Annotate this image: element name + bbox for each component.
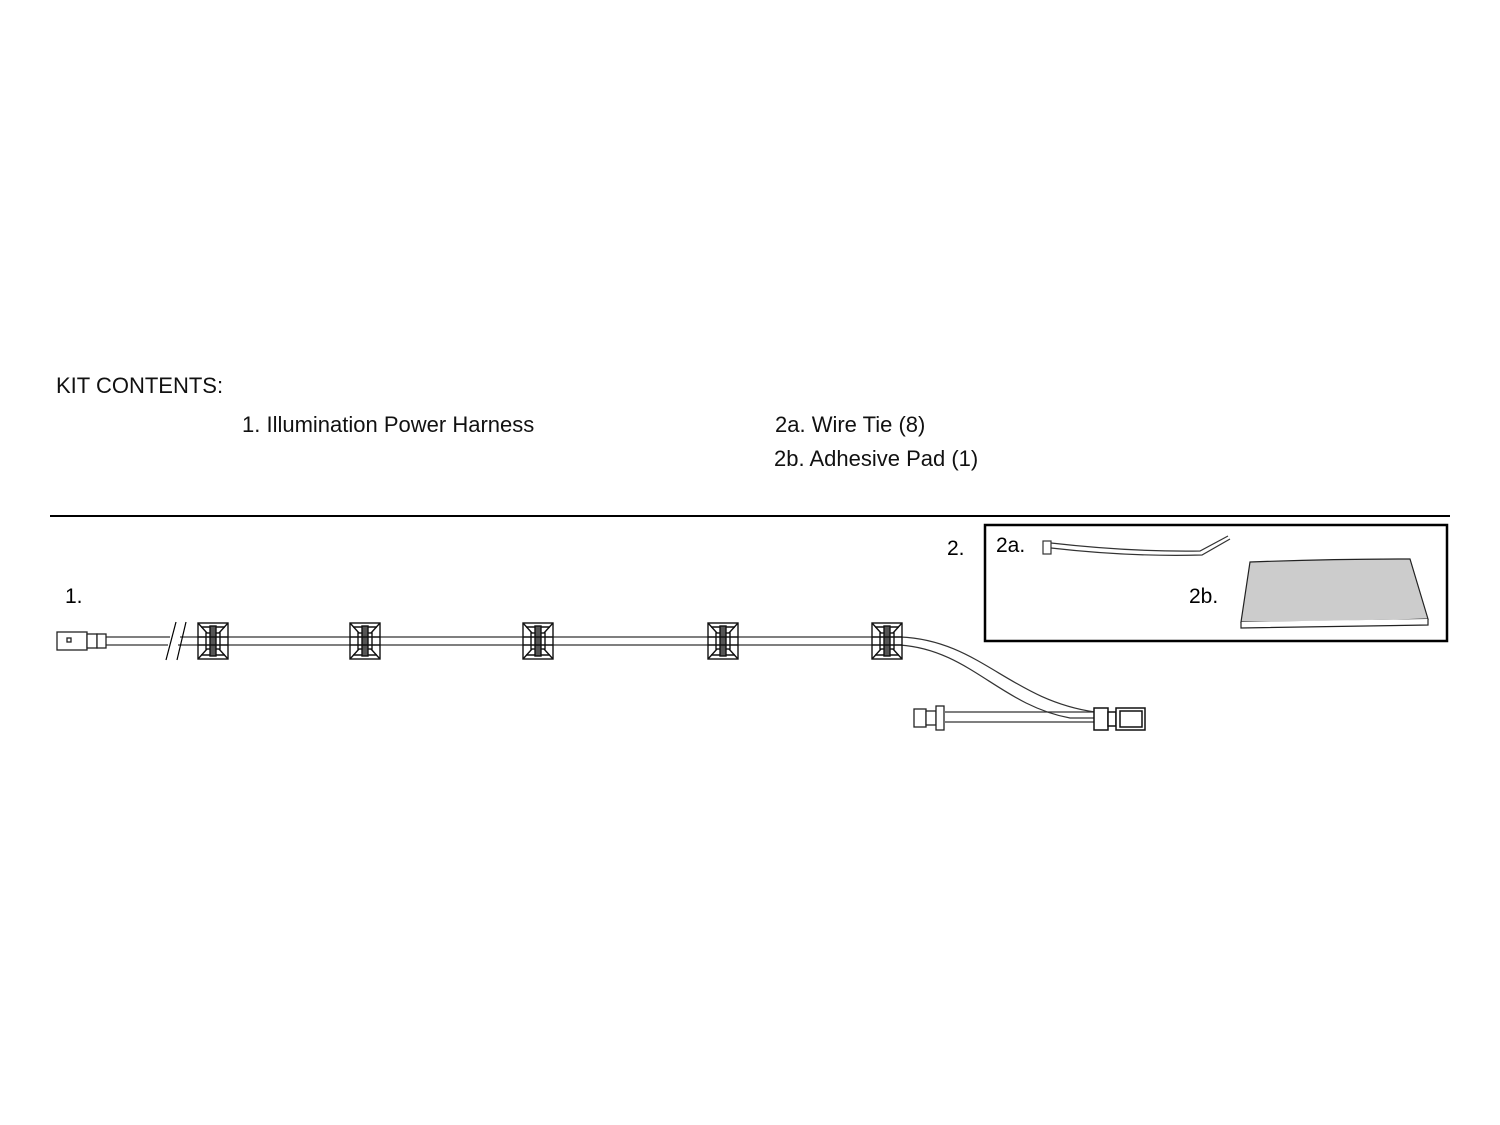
connector-left-icon xyxy=(56,631,107,651)
callout-2: 2. xyxy=(947,537,965,560)
connector-branch-icon xyxy=(913,705,945,731)
item-harness-label: 1. Illumination Power Harness xyxy=(242,412,535,437)
adhesive-pad-icon xyxy=(1240,558,1429,629)
clip-mount-icon xyxy=(349,622,381,660)
clip-mount-icon xyxy=(871,622,903,660)
clip-mount-icon xyxy=(522,622,554,660)
harness-wire xyxy=(106,621,1096,723)
callout-2b: 2b. xyxy=(1189,585,1218,608)
item-adhesive-pad-label: 2b. Adhesive Pad (1) xyxy=(774,446,979,471)
wire-tie-icon xyxy=(1042,535,1231,556)
callout-1: 1. xyxy=(65,585,83,608)
callout-2a: 2a. xyxy=(996,534,1025,557)
clip-mount-icon xyxy=(197,622,229,660)
connector-end-icon xyxy=(1093,707,1146,731)
clip-mount-icon xyxy=(707,622,739,660)
item-wire-tie-label: 2a. Wire Tie (8) xyxy=(775,412,926,437)
accessories-box xyxy=(983,523,1449,643)
kit-contents-heading: KIT CONTENTS: xyxy=(56,373,224,398)
